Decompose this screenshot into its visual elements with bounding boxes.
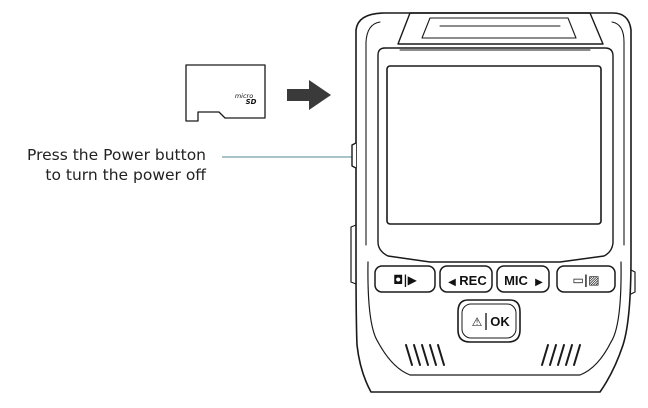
mic-label: MIC <box>504 273 528 288</box>
button-mode-left[interactable]: ◘|▶ <box>374 265 436 293</box>
lower-face <box>367 261 622 376</box>
right-arrow-icon <box>287 80 331 110</box>
right-vent-slots <box>541 344 581 366</box>
warning-icon: ⚠ <box>472 315 483 329</box>
microsd-card-icon <box>185 64 266 122</box>
rec-arrow-icon: ◀ <box>448 277 456 288</box>
dashcam <box>350 12 636 393</box>
power-off-instruction: Press the Power button to turn the power… <box>27 145 206 185</box>
mode-right-label: ▭|▨ <box>572 273 599 287</box>
screen-bezel <box>377 47 614 263</box>
microsd-card: micro SD <box>185 64 266 122</box>
power-button[interactable] <box>351 142 357 169</box>
left-vent-slots <box>405 344 445 366</box>
lcd-screen <box>386 65 602 225</box>
instruction-line-2: to turn the power off <box>45 166 206 184</box>
button-mic[interactable]: MIC ▶ <box>496 265 550 293</box>
microsd-brand-top: micro <box>235 92 253 100</box>
side-slot <box>350 224 357 285</box>
microsd-brand-bottom: SD <box>246 98 257 106</box>
mode-left-label: ◘|▶ <box>393 273 417 287</box>
instruction-line-1: Press the Power button <box>27 146 206 164</box>
mic-arrow-icon: ▶ <box>535 277 543 288</box>
button-rec[interactable]: ◀ REC <box>439 265 493 293</box>
right-side-button[interactable] <box>630 269 636 295</box>
button-mode-right[interactable]: ▭|▨ <box>556 265 616 293</box>
rec-label: REC <box>459 273 487 288</box>
ok-label: OK <box>490 314 510 329</box>
button-ok[interactable]: ⚠ OK <box>457 299 521 343</box>
